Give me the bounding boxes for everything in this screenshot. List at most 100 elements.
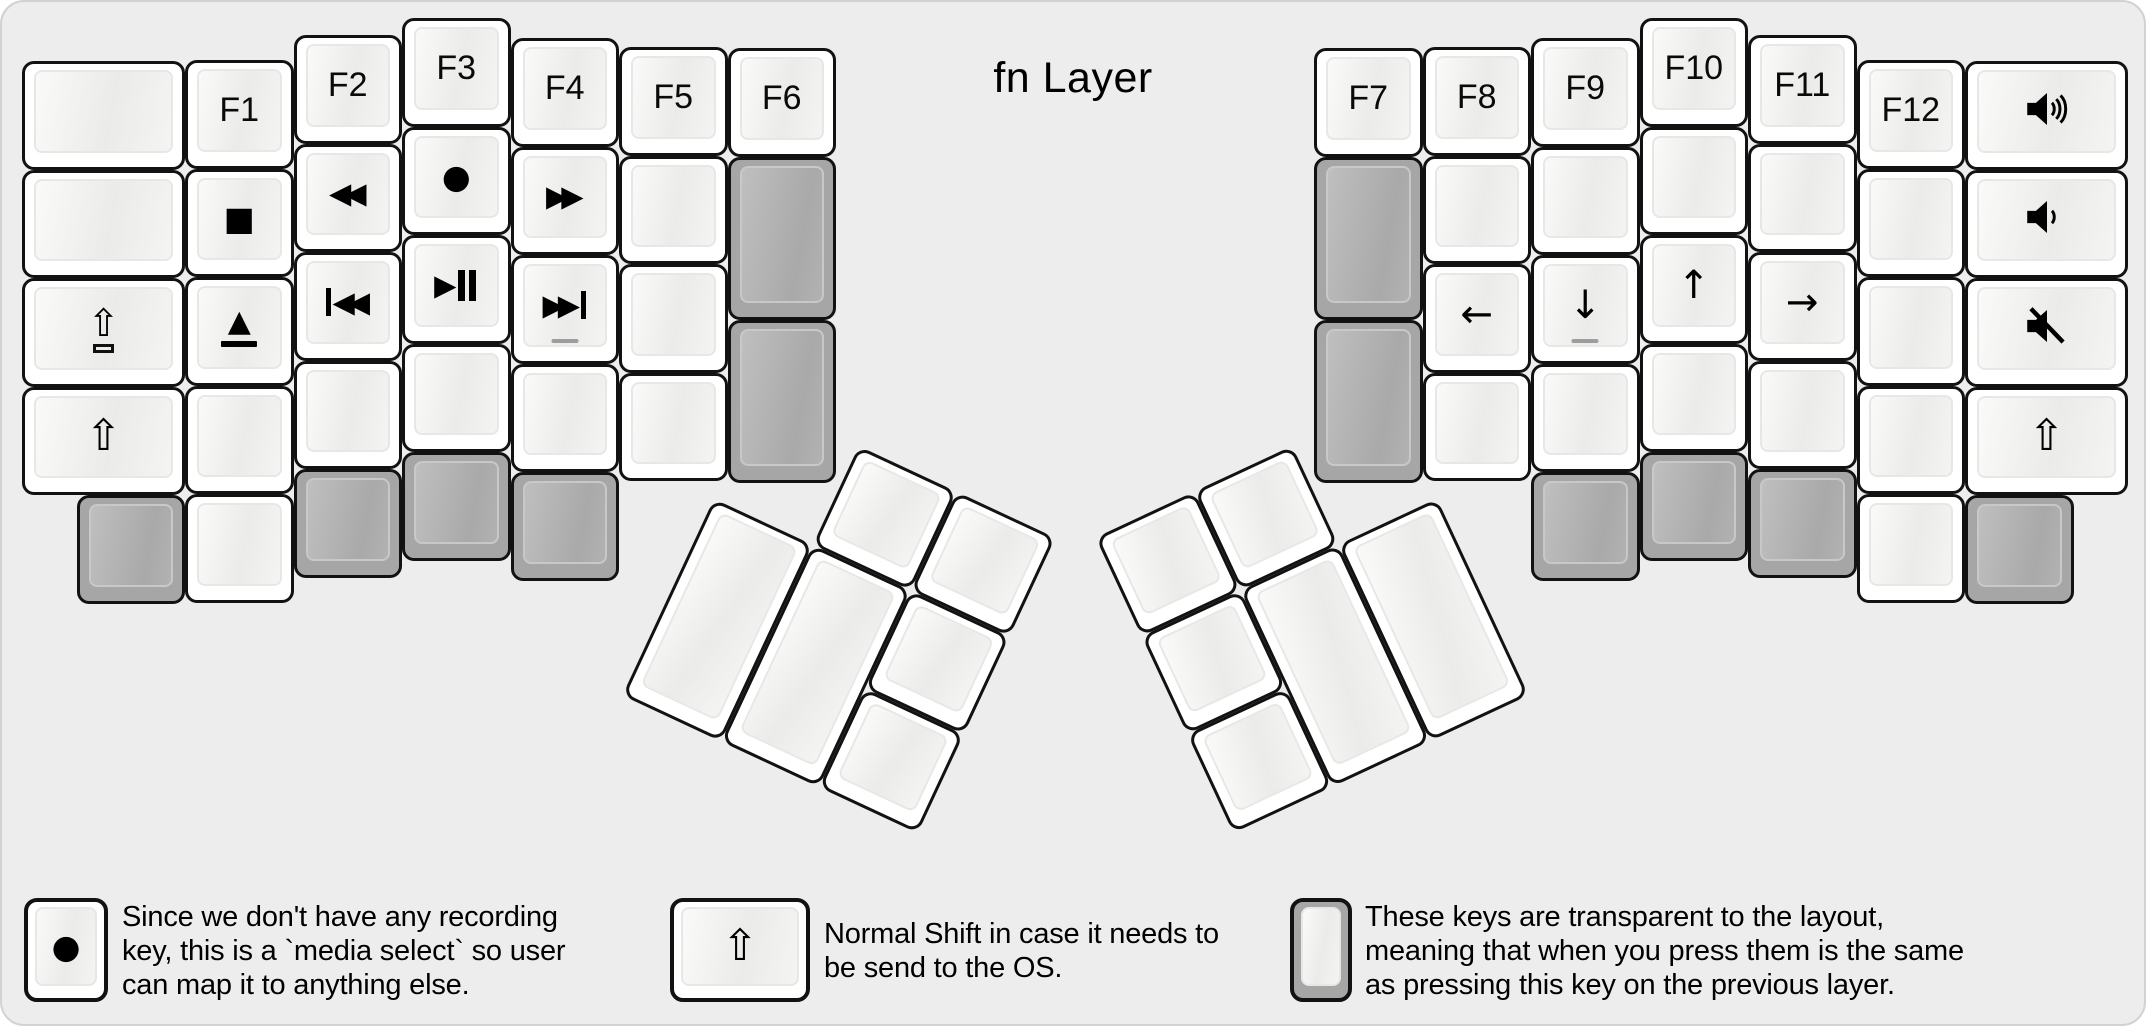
key-label: F12: [1881, 90, 1941, 129]
key-transparent[interactable]: [510, 472, 619, 581]
key-eject[interactable]: ▲: [185, 277, 294, 386]
key-f10[interactable]: F10: [1639, 18, 1748, 127]
key-f5[interactable]: F5: [619, 47, 728, 156]
key-transparent[interactable]: [727, 319, 836, 483]
key-up-arrow[interactable]: ↑: [1639, 235, 1748, 344]
keycap-top: ●: [35, 907, 97, 986]
key-caps-lock[interactable]: ⇧: [22, 278, 185, 387]
key-blank[interactable]: [1856, 494, 1965, 603]
down-arrow-icon: ↓: [1568, 282, 1602, 328]
key-f12[interactable]: F12: [1856, 60, 1965, 169]
keycap-top: [197, 394, 282, 477]
keycap-top: →: [1760, 261, 1845, 344]
key-transparent[interactable]: [1639, 452, 1748, 561]
key-blank[interactable]: [1748, 143, 1857, 252]
key-blank[interactable]: [619, 372, 728, 481]
keycap-top: [305, 478, 390, 561]
keycap-top: ▶▶: [522, 155, 607, 238]
keycap-top: [1760, 478, 1845, 561]
key-skip-forward[interactable]: ▶▶: [510, 255, 619, 364]
key-down-arrow[interactable]: ↓: [1531, 255, 1640, 364]
keycap-top: F9: [1543, 47, 1628, 130]
keycap-top: ←: [1434, 273, 1519, 356]
key-stop[interactable]: ■: [185, 168, 294, 277]
keycap-top: [1977, 287, 2116, 370]
key-record[interactable]: ●: [402, 126, 511, 235]
key-blank[interactable]: [619, 155, 728, 264]
key-blank[interactable]: [510, 363, 619, 472]
key-volume-up[interactable]: [1965, 61, 2128, 170]
key-label: F2: [327, 65, 368, 104]
page-title: fn Layer: [993, 54, 1153, 102]
key-shift[interactable]: ⇧: [1965, 386, 2128, 495]
keycap-top: [631, 381, 716, 464]
key-blank[interactable]: [1748, 360, 1857, 469]
keycap-top: [1434, 381, 1519, 464]
key-transparent[interactable]: [1314, 156, 1423, 320]
key-transparent[interactable]: [1531, 472, 1640, 581]
key-rewind[interactable]: ◀◀: [293, 143, 402, 252]
key-skip-back[interactable]: ◀◀: [293, 252, 402, 361]
shift-icon: ⇧: [2028, 411, 2065, 462]
record-icon: ●: [441, 157, 471, 197]
key-blank[interactable]: [1856, 168, 1965, 277]
key-blank[interactable]: [22, 61, 185, 170]
key-mute[interactable]: [1965, 278, 2128, 387]
keycap-top: F12: [1868, 69, 1953, 152]
key-blank[interactable]: [619, 264, 728, 373]
key-transparent[interactable]: [1965, 495, 2074, 604]
key-volume-down[interactable]: [1965, 169, 2128, 278]
key-label: F8: [1456, 77, 1497, 116]
key-transparent[interactable]: [1314, 319, 1423, 483]
key-play-pause[interactable]: ▶: [402, 235, 511, 344]
key-transparent[interactable]: [727, 156, 836, 320]
keycap-top: [1434, 164, 1519, 247]
keycap-top: ◀◀: [305, 261, 390, 344]
keycap-top: [197, 503, 282, 586]
key-blank[interactable]: [1856, 277, 1965, 386]
key-blank[interactable]: [1856, 385, 1965, 494]
legend-keycap: ⇧: [670, 898, 810, 1002]
keycap-top: [631, 164, 716, 247]
shift-icon: ⇧: [85, 411, 122, 462]
key-f7[interactable]: F7: [1314, 48, 1423, 157]
key-transparent[interactable]: [1748, 469, 1857, 578]
keycap-top: [1868, 177, 1953, 260]
key-blank[interactable]: [293, 360, 402, 469]
key-blank[interactable]: [1531, 363, 1640, 472]
key-label: F11: [1774, 65, 1831, 104]
key-blank[interactable]: [22, 169, 185, 278]
key-transparent[interactable]: [402, 452, 511, 561]
key-right-arrow[interactable]: →: [1748, 252, 1857, 361]
keycap-top: [414, 352, 499, 435]
key-blank[interactable]: [185, 494, 294, 603]
keycap-top: [1977, 70, 2116, 153]
key-f9[interactable]: F9: [1531, 38, 1640, 147]
key-f8[interactable]: F8: [1422, 47, 1531, 156]
key-left-arrow[interactable]: ←: [1422, 264, 1531, 373]
key-blank[interactable]: [185, 385, 294, 494]
key-transparent[interactable]: [293, 469, 402, 578]
key-f1[interactable]: F1: [185, 60, 294, 169]
keycap-top: ▶▶: [522, 264, 607, 347]
key-fast-forward[interactable]: ▶▶: [510, 146, 619, 255]
key-f3[interactable]: F3: [402, 18, 511, 127]
keycap-top: [1543, 372, 1628, 455]
key-transparent[interactable]: [76, 495, 185, 604]
keycap-top: F7: [1326, 57, 1411, 140]
skip-back-icon: ◀◀: [325, 287, 370, 317]
key-f6[interactable]: F6: [727, 48, 836, 157]
key-blank[interactable]: [402, 343, 511, 452]
key-blank[interactable]: [1639, 126, 1748, 235]
key-blank[interactable]: [1422, 372, 1531, 481]
key-blank[interactable]: [1422, 155, 1531, 264]
key-blank[interactable]: [1639, 343, 1748, 452]
key-shift[interactable]: ⇧: [22, 386, 185, 495]
key-f4[interactable]: F4: [510, 38, 619, 147]
legend-keycap: ●: [24, 898, 108, 1002]
key-blank[interactable]: [1531, 146, 1640, 255]
key-f11[interactable]: F11: [1748, 35, 1857, 144]
keycap-top: ⇧: [34, 287, 173, 370]
key-f2[interactable]: F2: [293, 35, 402, 144]
